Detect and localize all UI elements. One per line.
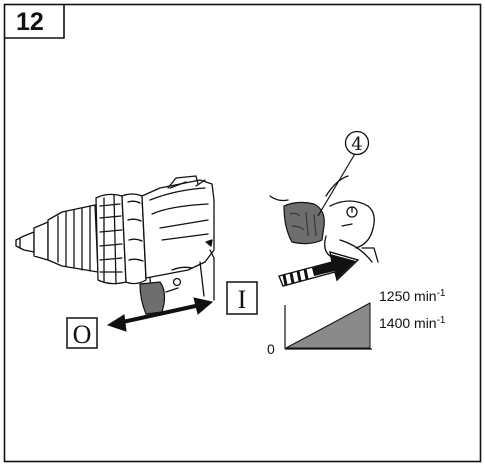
callout-leader-line (317, 151, 357, 217)
switch-on-label: I (238, 285, 247, 314)
graph-zero-label: 0 (267, 341, 275, 357)
figure-frame (3, 3, 482, 463)
drill-illustration (15, 175, 215, 301)
trigger-switch (139, 281, 166, 315)
double-arrow (106, 297, 214, 332)
speed-ramp (285, 302, 371, 349)
switch-on-box (226, 281, 258, 315)
speed-graph (284, 302, 372, 350)
switch-off-label: O (73, 320, 92, 349)
press-arrow (278, 251, 360, 287)
trigger-detail (283, 201, 325, 245)
trigger-detail-illustration (269, 175, 379, 263)
switch-off-box (66, 317, 98, 349)
speed-label-2: 1400 min-1 (379, 315, 446, 331)
figure-number-tab (4, 4, 65, 39)
figure-number: 12 (16, 8, 44, 36)
callout-circle (344, 130, 370, 156)
callout-number: 4 (351, 134, 362, 155)
speed-label-1: 1250 min-1 (379, 288, 446, 304)
